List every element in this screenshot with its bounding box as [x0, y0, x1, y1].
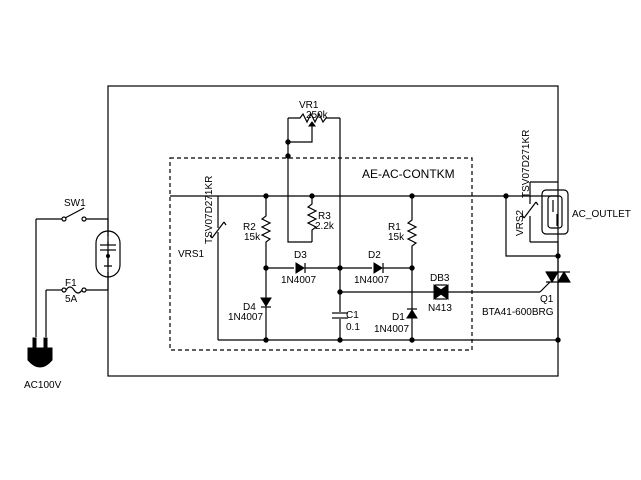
resistor-r2 — [260, 193, 272, 268]
vrs1-value: TSV07D271KR — [204, 176, 215, 244]
varistor-vrs2 — [521, 182, 539, 242]
vr1-ref: VR1 — [299, 100, 319, 111]
q1-value: BTA41-600BRG — [482, 307, 554, 318]
outlet-label: AC_OUTLET — [572, 209, 631, 220]
f1-label: F1 — [65, 278, 77, 289]
potentiometer-vr1 — [285, 112, 341, 156]
vrs2-ref: VRS2 — [515, 209, 526, 236]
d1-ref: D1 — [392, 312, 405, 323]
plug-label: AC100V — [24, 380, 62, 391]
module-outline — [169, 157, 473, 351]
diode-d1 — [406, 268, 418, 343]
ac-outlet — [541, 189, 569, 235]
r2-ref: R2 — [243, 222, 256, 233]
fuse-f1 — [46, 286, 108, 294]
r3-ref: R3 — [318, 211, 331, 222]
d3-ref: D3 — [294, 250, 307, 261]
ac-plug — [27, 219, 53, 368]
d1-value: 1N4007 — [374, 324, 409, 335]
vr1-value: 250k — [306, 110, 329, 121]
vrs2-value: TSV07D271KR — [521, 130, 532, 198]
neon-lamp — [95, 219, 121, 290]
d3-value: 1N4007 — [281, 275, 316, 286]
resistor-r1 — [406, 193, 418, 268]
sw1-label: SW1 — [64, 198, 86, 209]
d2-value: 1N4007 — [354, 275, 389, 286]
wire-outlet-bottom — [530, 241, 559, 256]
c1-value: 0.1 — [346, 322, 360, 333]
triac-q1 — [539, 256, 571, 340]
wire-right — [505, 196, 558, 257]
switch-sw1 — [36, 207, 108, 222]
c1-ref: C1 — [346, 310, 359, 321]
vrs1-ref: VRS1 — [178, 249, 205, 260]
d4-ref: D4 — [243, 302, 256, 313]
varistor-vrs1 — [209, 196, 227, 340]
diac-db3 — [433, 284, 540, 300]
wire-vr1-left — [287, 156, 312, 243]
diode-d2 — [340, 262, 415, 274]
d2-ref: D2 — [368, 250, 381, 261]
f1-value: 5A — [65, 294, 78, 305]
db3-ref: DB3 — [430, 273, 450, 284]
module-label: AE-AC-CONTKM — [362, 167, 455, 181]
db3-value: N413 — [428, 303, 452, 314]
r1-ref: R1 — [388, 222, 401, 233]
r3-value: 2.2k — [315, 221, 335, 232]
r2-value: 15k — [244, 232, 261, 243]
d4-value: 1N4007 — [228, 312, 263, 323]
q1-ref: Q1 — [540, 294, 554, 305]
diode-d3 — [295, 262, 340, 274]
r1-value: 15k — [388, 232, 405, 243]
resistor-r3 — [306, 193, 318, 242]
diode-d4 — [260, 265, 272, 343]
